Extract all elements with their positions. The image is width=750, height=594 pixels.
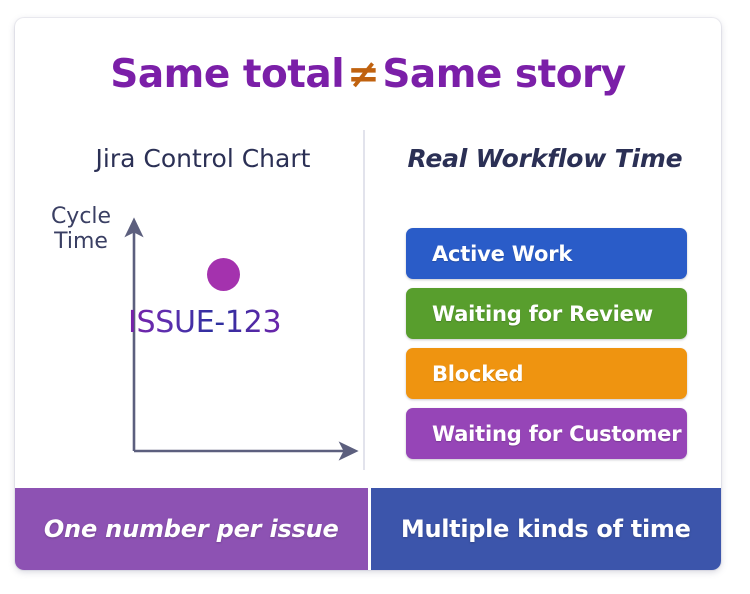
y-axis-label: Cycle Time [43, 204, 119, 254]
not-equal-icon: ≠ [347, 52, 380, 97]
panel-divider [363, 130, 365, 470]
workflow-bar-active-work[interactable]: Active Work [406, 228, 687, 279]
footer-left-text: One number per issue [43, 515, 339, 543]
y-axis-label-line-2: Time [54, 228, 108, 254]
page-title: Same total≠Same story [15, 52, 721, 97]
workflow-bar-label: Active Work [432, 241, 573, 266]
workflow-bar-list: Active Work Waiting for Review Blocked W… [406, 228, 687, 468]
left-panel-heading: Jira Control Chart [95, 144, 311, 173]
workflow-bar-waiting-for-customer[interactable]: Waiting for Customer [406, 408, 687, 459]
workflow-bar-blocked[interactable]: Blocked [406, 348, 687, 399]
footer-right-text: Multiple kinds of time [400, 515, 691, 543]
workflow-bar-label: Blocked [432, 361, 524, 386]
y-axis-label-line-1: Cycle [50, 204, 112, 229]
footer-band-left: One number per issue [15, 488, 368, 570]
footer-band-right: Multiple kinds of time [367, 488, 721, 570]
data-point-dot[interactable] [207, 258, 240, 291]
content-card: Same total≠Same story Jira Control Chart… [15, 18, 721, 570]
workflow-bar-label: Waiting for Customer [432, 421, 682, 446]
data-point-label: ISSUE-123 [128, 305, 282, 340]
control-chart: Cycle Time ISSUE-123 [33, 183, 363, 468]
footer-summary: One number per issue Multiple kinds of t… [15, 488, 721, 570]
workflow-bar-label: Waiting for Review [432, 301, 653, 326]
title-part-2: Same story [382, 52, 626, 97]
chart-axes-icon [124, 217, 359, 461]
workflow-bar-waiting-for-review[interactable]: Waiting for Review [406, 288, 687, 339]
right-panel-heading: Real Workflow Time [407, 144, 683, 173]
title-part-1: Same total [110, 52, 345, 97]
